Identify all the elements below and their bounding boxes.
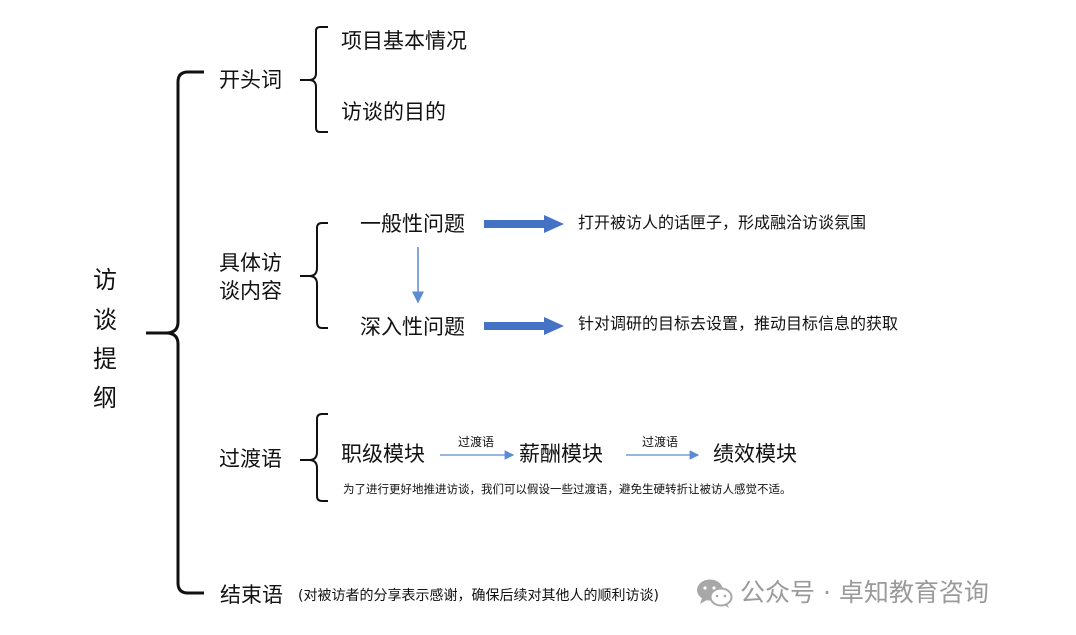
transition-brace [300,413,328,502]
opening-brace [300,26,328,133]
title-char-3: 提 [93,345,117,373]
module-arrow-1-label: 过渡语 [458,435,495,449]
wechat-icon [697,579,733,608]
deep-question-label: 深入性问题 [360,315,465,339]
content-label-line2: 谈内容 [219,279,282,303]
opening-label: 开头词 [219,68,282,92]
title-char-4: 纲 [93,384,117,412]
module-1: 职级模块 [341,442,425,466]
module-3: 绩效模块 [713,442,797,466]
title-char-2: 谈 [93,306,117,334]
transition-note: 为了进行更好地推进访谈，我们可以假设一些过渡语，避免生硬转折让被访人感觉不适。 [343,482,792,496]
module-2: 薪酬模块 [519,442,603,466]
general-question-label: 一般性问题 [360,212,465,236]
module-arrow-2-label: 过渡语 [642,435,679,449]
content-label-line1: 具体访 [219,251,282,275]
opening-item-1: 项目基本情况 [341,29,467,53]
main-brace [146,70,204,595]
content-brace [300,222,328,329]
ending-label: 结束语 [220,583,283,607]
title-char-1: 访 [93,266,117,294]
ending-note: (对被访者的分享表示感谢，确保后续对其他人的顺利访谈) [298,588,659,604]
transition-label: 过渡语 [219,447,282,471]
opening-item-2: 访谈的目的 [341,100,446,124]
general-blue-arrow [484,215,564,233]
deep-question-desc: 针对调研的目标去设置，推动目标信息的获取 [578,314,899,333]
deep-blue-arrow [484,317,564,335]
general-question-desc: 打开被访人的话匣子，形成融洽访谈氛围 [578,213,867,232]
watermark-text: 公众号 · 卓知教育咨询 [740,578,989,607]
